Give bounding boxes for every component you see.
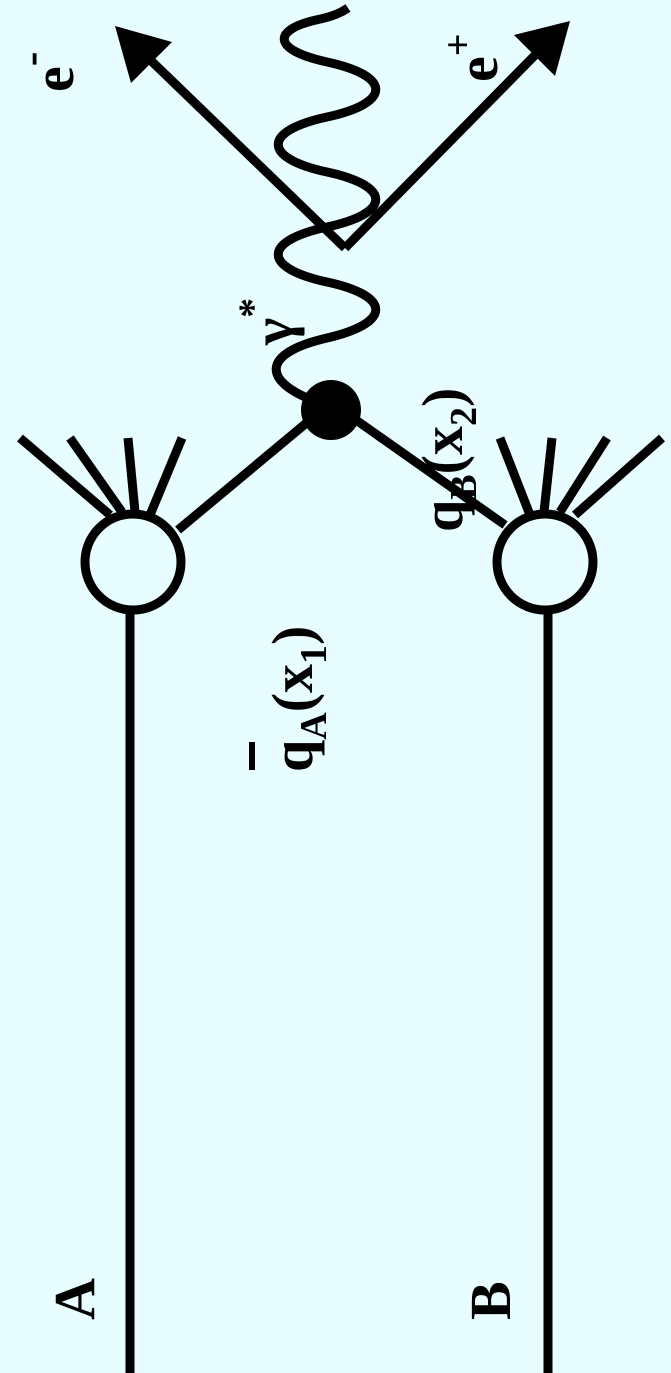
positron-symbol: e bbox=[445, 56, 510, 82]
quark-symbol: q bbox=[410, 500, 475, 532]
electron-charge: - bbox=[6, 52, 55, 67]
quark-argument-index: 2 bbox=[443, 407, 485, 426]
hadron-a-spectators bbox=[17, 434, 187, 519]
antiquark-label: qA(x1) bbox=[249, 626, 335, 772]
positron-line bbox=[341, 41, 549, 252]
antiquark-argument-index: 1 bbox=[293, 645, 335, 664]
quark-line bbox=[353, 416, 508, 529]
photon-superscript: * bbox=[230, 298, 275, 318]
hadron-a-blob bbox=[80, 509, 186, 615]
hadron-b-label-group: B bbox=[458, 1281, 523, 1320]
photon-symbol: γ bbox=[240, 318, 305, 346]
photon-label: γ* bbox=[230, 298, 305, 346]
electron-symbol: e bbox=[21, 66, 86, 92]
antiquark-line bbox=[175, 416, 313, 534]
svg-text:qA(x1): qA(x1) bbox=[260, 626, 335, 772]
hadron-a-label-group: A bbox=[42, 1278, 107, 1320]
hadron-b-blob bbox=[492, 509, 598, 615]
quark-subscript: B bbox=[443, 474, 485, 499]
svg-text:qB(x2): qB(x2) bbox=[410, 388, 485, 532]
photon-propagator bbox=[271, 4, 380, 405]
hadron-b-label: B bbox=[458, 1281, 523, 1320]
positron-label: e+ bbox=[435, 33, 510, 82]
antiquark-symbol: q bbox=[260, 740, 325, 772]
positron-charge: + bbox=[435, 33, 480, 56]
positron-arrowhead bbox=[514, 21, 570, 76]
antiquark-argument: x bbox=[260, 664, 325, 693]
hadron-b-spectators bbox=[495, 434, 665, 519]
electron-arrowhead bbox=[115, 26, 172, 83]
svg-text:e+: e+ bbox=[435, 33, 510, 82]
quark-argument: x bbox=[410, 426, 475, 455]
electron-line bbox=[136, 46, 349, 252]
svg-text:γ*: γ* bbox=[230, 298, 305, 346]
antiquark-subscript: A bbox=[293, 712, 335, 740]
interaction-vertex bbox=[301, 380, 361, 440]
svg-text:e-: e- bbox=[6, 52, 86, 92]
hadron-a-label: A bbox=[42, 1278, 107, 1320]
electron-label: e- bbox=[6, 52, 86, 92]
quark-label: qB(x2) bbox=[410, 388, 485, 532]
